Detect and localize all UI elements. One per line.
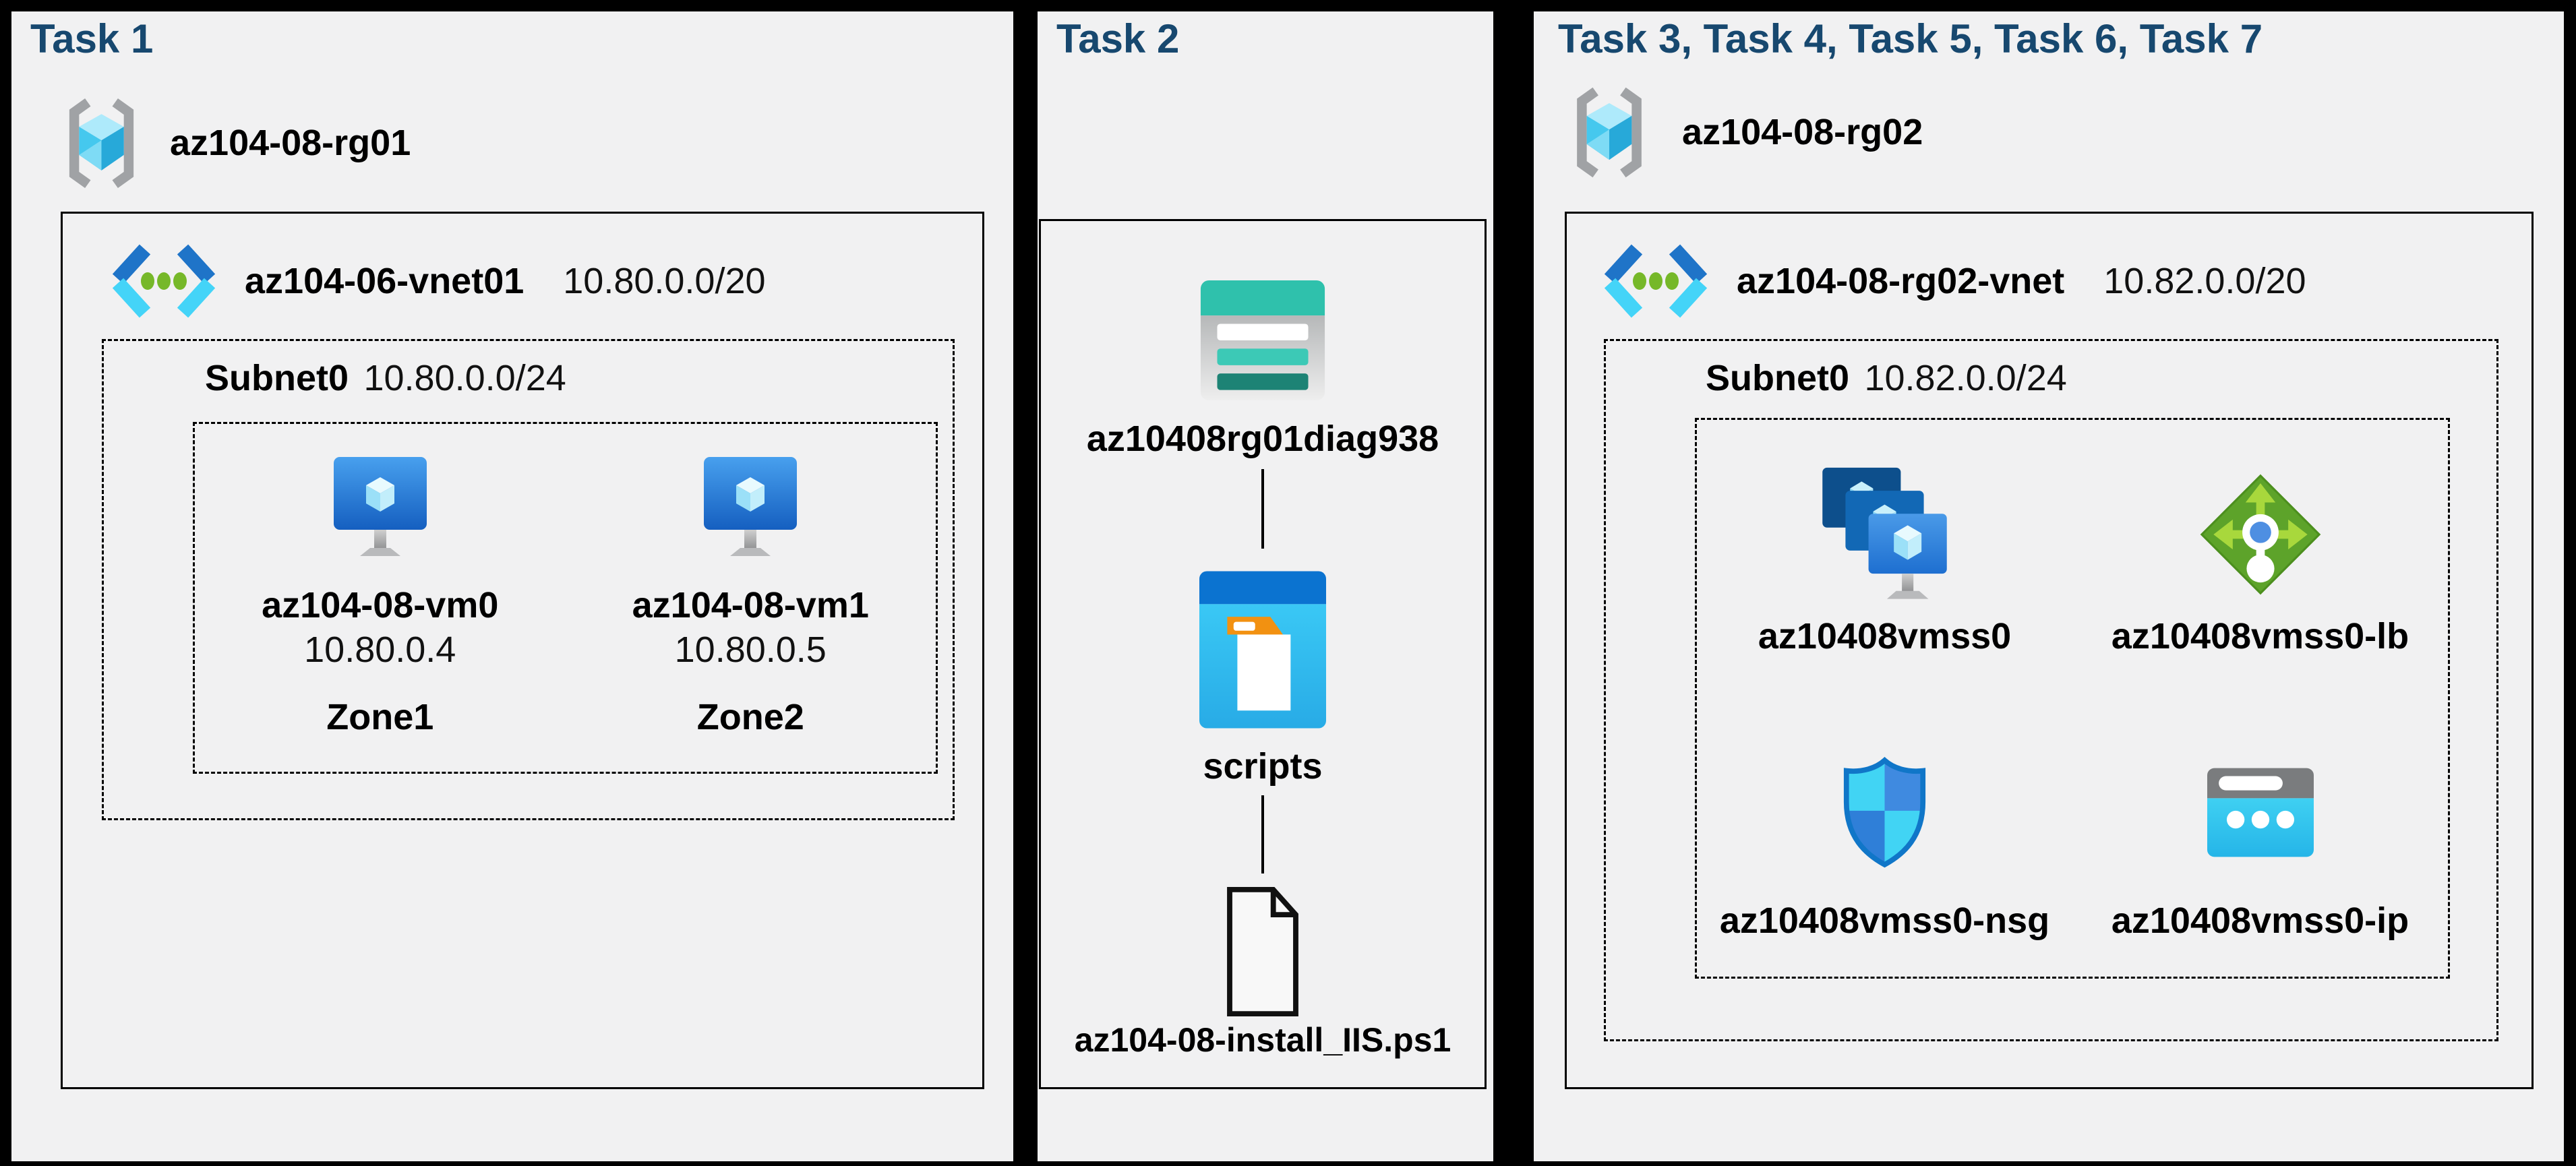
container-name: scripts (1203, 746, 1323, 787)
vm-icon (700, 455, 801, 571)
public-ip-icon (2207, 756, 2314, 869)
vm-name: az104-08-vm0 (262, 585, 499, 625)
vm-ip: 10.80.0.4 (304, 630, 456, 670)
ip-name: az10408vmss0-ip (2111, 900, 2409, 941)
vm-ip: 10.80.0.5 (674, 630, 827, 670)
nsg-cell: az10408vmss0-nsg (1697, 703, 2072, 981)
vnet-box-rg02: az104-08-rg02-vnet 10.82.0.0/20 Subnet0 … (1565, 212, 2534, 1089)
ip-cell: az10408vmss0-ip (2072, 703, 2448, 981)
panel-task3-7: Task 3, Task 4, Task 5, Task 6, Task 7 a… (1529, 7, 2569, 1166)
vmss-cell: az10408vmss0 (1697, 420, 2072, 703)
vnet-row: az104-06-vnet01 10.80.0.0/20 (110, 242, 766, 319)
vm0-cell: az104-08-vm0 10.80.0.4 Zone1 (195, 424, 566, 772)
vm1-cell: az104-08-vm1 10.80.0.5 Zone2 (566, 424, 936, 772)
nsg-name: az10408vmss0-nsg (1719, 900, 2050, 941)
vnet-icon (110, 243, 218, 319)
vm-icon (330, 455, 431, 571)
connector-line (1261, 469, 1264, 549)
subnet-cidr: 10.82.0.0/24 (1864, 358, 2067, 398)
panel-task2-title: Task 2 (1056, 16, 1180, 61)
subnet-box: Subnet0 10.80.0.0/24 (102, 339, 955, 820)
subnet-name: Subnet0 (205, 358, 349, 398)
vnet-name: az104-06-vnet01 (245, 260, 525, 301)
vmss-name: az10408vmss0 (1758, 616, 2012, 656)
vm-name: az104-08-vm1 (632, 585, 869, 625)
vnet-box-rg01: az104-06-vnet01 10.80.0.0/20 Subnet0 10.… (61, 212, 984, 1089)
resource-group-icon (59, 94, 144, 192)
vm-group-box: az104-08-vm0 10.80.0.4 Zone1 (193, 422, 938, 774)
storage-box: az10408rg01diag938 scripts (1039, 219, 1487, 1089)
nsg-icon (1839, 756, 1930, 869)
vmss-icon (1816, 458, 1954, 611)
vmss-group-box: az10408vmss0 (1695, 418, 2450, 979)
storage-account-icon (1200, 280, 1325, 400)
resource-group-icon (1562, 84, 1656, 181)
subnet-box: Subnet0 10.82.0.0/24 (1604, 339, 2498, 1041)
panel-task1: Task 1 az104-08-rg01 (7, 7, 1018, 1166)
file-icon (1223, 886, 1302, 1018)
resource-group-name: az104-08-rg01 (170, 123, 411, 163)
connector-line (1261, 795, 1264, 873)
file-name: az104-08-install_IIS.ps1 (1074, 1021, 1451, 1059)
subnet-cidr: 10.80.0.0/24 (363, 358, 566, 398)
subnet-name: Subnet0 (1706, 358, 1850, 398)
resource-group-rg02: az104-08-rg02 (1562, 82, 1923, 183)
vnet-name: az104-08-rg02-vnet (1737, 260, 2065, 301)
lb-cell: az10408vmss0-lb (2072, 420, 2448, 703)
storage-account-name: az10408rg01diag938 (1086, 419, 1439, 459)
vnet-cidr: 10.80.0.0/20 (563, 260, 766, 301)
lb-name: az10408vmss0-lb (2111, 616, 2409, 656)
panel-task2: Task 2 az10408rg01diag938 (1033, 7, 1498, 1166)
load-balancer-icon (2196, 458, 2325, 611)
vnet-icon (1602, 243, 1710, 319)
resource-group-rg01: az104-08-rg01 (59, 92, 411, 193)
vnet-row: az104-08-rg02-vnet 10.82.0.0/20 (1602, 242, 2306, 319)
panel-task1-title: Task 1 (30, 16, 154, 61)
subnet-label: Subnet0 10.82.0.0/24 (1706, 357, 2067, 399)
container-icon (1199, 570, 1326, 729)
vm-zone: Zone2 (696, 697, 804, 737)
vm-zone: Zone1 (326, 697, 434, 737)
resource-group-name: az104-08-rg02 (1682, 112, 1923, 152)
panel-task3-7-title: Task 3, Task 4, Task 5, Task 6, Task 7 (1558, 16, 2263, 61)
subnet-label: Subnet0 10.80.0.0/24 (205, 357, 566, 399)
vnet-cidr: 10.82.0.0/20 (2103, 260, 2306, 301)
